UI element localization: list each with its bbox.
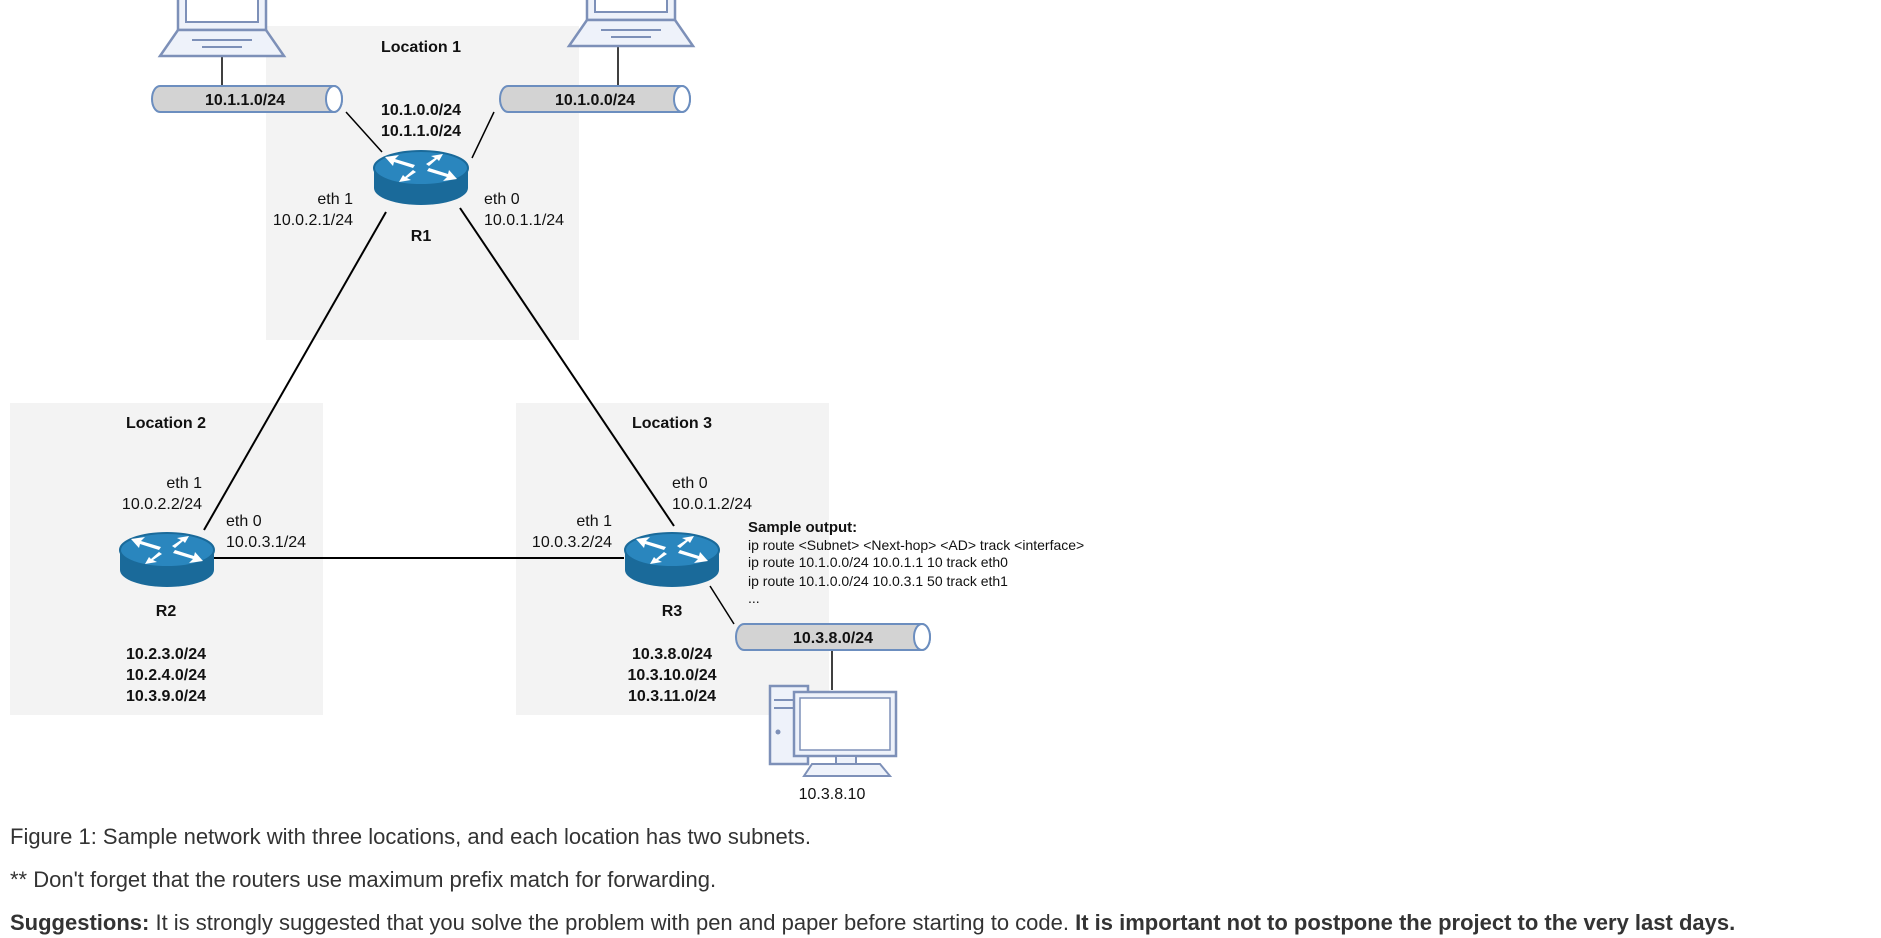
r2-eth0-ip: 10.0.3.1/24 <box>226 534 306 551</box>
suggestions-emphasis: It is important not to postpone the proj… <box>1075 910 1736 935</box>
link-r3-net <box>709 585 735 625</box>
r1-name: R1 <box>411 228 432 245</box>
r3-name: R3 <box>662 603 683 620</box>
r2-name: R2 <box>156 603 177 620</box>
sample-output-line-4: ... <box>748 590 760 606</box>
suggestions-label: Suggestions: <box>10 910 150 935</box>
r1-eth1-ip: 10.0.2.1/24 <box>273 212 353 229</box>
location-3-title: Location 3 <box>632 415 712 432</box>
link-r1-net-left <box>345 111 383 153</box>
r3-eth0-ip: 10.0.1.2/24 <box>672 496 752 513</box>
network-segment-right: 10.1.0.0/24 <box>499 85 691 113</box>
r3-subnet-2: 10.3.10.0/24 <box>628 667 717 684</box>
network-right-label: 10.1.0.0/24 <box>555 92 635 109</box>
host-computer-icon <box>768 684 898 777</box>
r1-eth1-name: eth 1 <box>317 191 353 208</box>
router-r3-icon <box>624 532 720 588</box>
figure-caption: Figure 1: Sample network with three loca… <box>10 824 812 849</box>
network-segment-left: 10.1.1.0/24 <box>151 85 343 113</box>
r1-eth0-ip: 10.0.1.1/24 <box>484 212 564 229</box>
sample-output-line-1: ip route <Subnet> <Next-hop> <AD> track … <box>748 537 1084 553</box>
r2-eth1-ip: 10.0.2.2/24 <box>122 496 202 513</box>
laptop-left-icon <box>158 0 286 58</box>
link-r1-net-right <box>471 111 495 159</box>
r3-eth0-name: eth 0 <box>672 475 708 492</box>
r2-eth1-name: eth 1 <box>166 475 202 492</box>
link-r1-r2 <box>203 211 387 531</box>
network-r3-label: 10.3.8.0/24 <box>793 630 873 647</box>
r3-subnet-1: 10.3.8.0/24 <box>632 646 712 663</box>
prefix-match-note: ** Don't forget that the routers use max… <box>10 867 717 892</box>
network-segment-r3: 10.3.8.0/24 <box>735 623 931 651</box>
router-r2-icon <box>119 532 215 588</box>
laptop-right-icon <box>567 0 695 48</box>
suggestions-text: It is strongly suggested that you solve … <box>149 910 1076 935</box>
suggestions-paragraph: Suggestions: It is strongly suggested th… <box>10 910 1735 936</box>
r2-subnet-1: 10.2.3.0/24 <box>126 646 206 663</box>
r2-subnet-2: 10.2.4.0/24 <box>126 667 206 684</box>
r3-eth1-ip: 10.0.3.2/24 <box>532 534 612 551</box>
network-left-label: 10.1.1.0/24 <box>205 92 285 109</box>
r2-eth0-name: eth 0 <box>226 513 262 530</box>
network-diagram: 10.1.1.0/24 10.1.0.0/24 10.3.8.0/24 Loca… <box>10 0 1084 803</box>
sample-output-line-2: ip route 10.1.0.0/24 10.0.1.1 10 track e… <box>748 554 1008 570</box>
r1-subnet-2: 10.1.1.0/24 <box>381 123 461 140</box>
sample-output-line-3: ip route 10.1.0.0/24 10.0.3.1 50 track e… <box>748 573 1008 589</box>
r2-subnet-3: 10.3.9.0/24 <box>126 688 206 705</box>
sample-output-title: Sample output: <box>748 519 857 536</box>
router-r1-icon <box>373 150 469 206</box>
r1-subnet-1: 10.1.0.0/24 <box>381 102 461 119</box>
r1-eth0-name: eth 0 <box>484 191 520 208</box>
link-r1-r3 <box>459 207 675 527</box>
location-1-title: Location 1 <box>381 39 461 56</box>
host-ip: 10.3.8.10 <box>799 786 866 803</box>
r3-subnet-3: 10.3.11.0/24 <box>628 688 716 705</box>
location-2-title: Location 2 <box>126 415 206 432</box>
r3-eth1-name: eth 1 <box>576 513 612 530</box>
